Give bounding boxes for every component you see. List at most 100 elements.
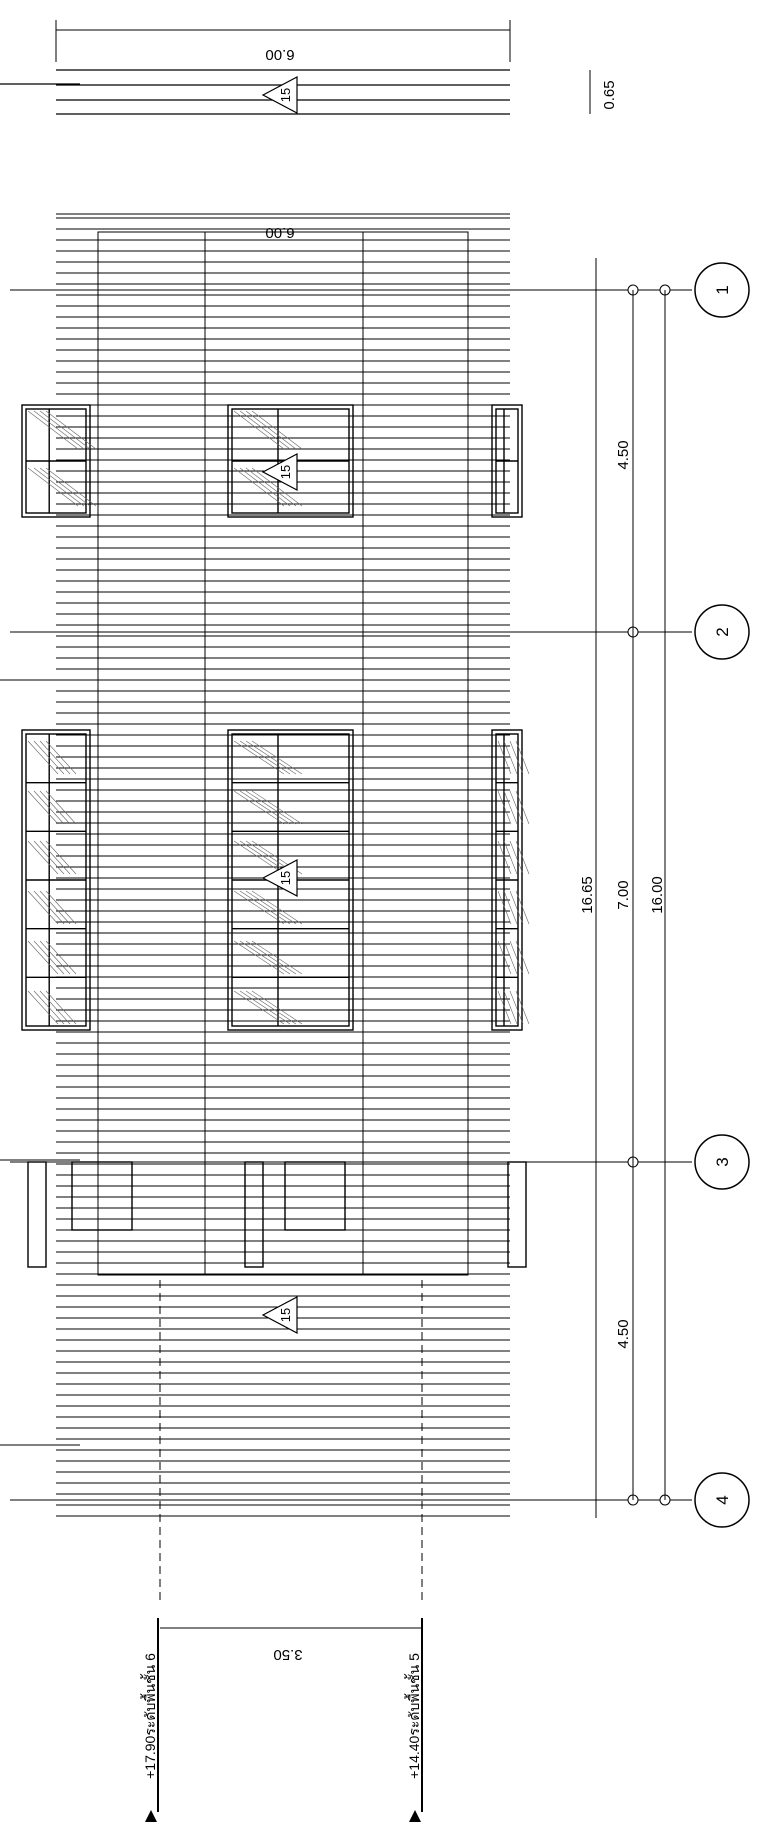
hatch-line [27, 410, 79, 450]
section-tag-3: 15 [261, 1296, 298, 1334]
hatch-line [45, 740, 77, 775]
hatch-line [245, 467, 297, 507]
side-frame [284, 1161, 346, 1231]
svg-text:+14.40ระดับพื้นชั้น 5: +14.40ระดับพื้นชั้น 5 [404, 1653, 422, 1779]
hatch-line [239, 890, 291, 925]
hatch-line [251, 890, 303, 925]
side-frame [27, 1161, 47, 1268]
hatch-line [39, 940, 71, 975]
level-marker-floor-6: +17.90ระดับพื้นชั้น 6 [140, 1618, 159, 1822]
svg-text:15: 15 [278, 88, 293, 102]
hatch-line [33, 890, 65, 925]
hatch-line [33, 990, 65, 1025]
hatch-line [497, 940, 512, 975]
hatch-line [251, 467, 303, 507]
hatch-line [509, 990, 524, 1025]
hatch-line [239, 740, 291, 775]
hatch-line [33, 410, 85, 450]
hatch-line [251, 410, 303, 450]
hatch-line [33, 467, 85, 507]
hatch-line [251, 990, 303, 1025]
hatch-line [515, 740, 530, 775]
hatch-line [27, 467, 79, 507]
svg-text:2: 2 [713, 627, 732, 636]
structure-lines [97, 231, 469, 1276]
hatch-line [239, 410, 291, 450]
hatch-line [503, 990, 518, 1025]
hatch-line [497, 990, 512, 1025]
dim-bay-1: 4.50 [615, 440, 632, 469]
svg-text:3: 3 [713, 1157, 732, 1166]
hatch-line [233, 890, 285, 925]
hatch-line [251, 790, 303, 825]
hatch-line [39, 840, 71, 875]
dim-bay-3: 4.50 [615, 1319, 632, 1348]
window-frame [491, 404, 523, 518]
hatch-line [509, 940, 524, 975]
window-frame [227, 729, 354, 1031]
hatch-line [509, 840, 524, 875]
hatch-line [245, 740, 297, 775]
hatch-line [27, 990, 59, 1025]
hatch-line [39, 990, 71, 1025]
dim-overall: 16.65 [579, 876, 596, 914]
side-frame [71, 1161, 133, 1231]
hatch-line [39, 410, 91, 450]
hatch-line [27, 740, 59, 775]
hatch-line [39, 790, 71, 825]
window-frames [21, 404, 527, 1268]
bottom-span-dimension: 3.50 [273, 1646, 302, 1663]
hatch-line [233, 740, 285, 775]
hatch-line [33, 940, 65, 975]
hatch-line [45, 940, 77, 975]
hatch-line [497, 740, 512, 775]
hatch-line [45, 840, 77, 875]
hatch-line [39, 467, 91, 507]
hatch-line [245, 890, 297, 925]
section-tag-1: 15 [261, 453, 298, 491]
hatch-line [503, 740, 518, 775]
hatch-line [27, 790, 59, 825]
dim-grid-total: 16.00 [649, 876, 666, 914]
dimension-lines [55, 20, 666, 1629]
hatch-line [233, 410, 285, 450]
hatch-line [503, 940, 518, 975]
section-tag-2: 15 [261, 859, 298, 897]
hatch-line [245, 940, 297, 975]
hatch-line [239, 467, 291, 507]
hatch-line [27, 890, 59, 925]
svg-text:15: 15 [278, 871, 293, 885]
side-frame [507, 1161, 527, 1268]
hatch-line [503, 890, 518, 925]
hatch-line [509, 740, 524, 775]
window-frame [21, 404, 91, 518]
hatch-line [251, 740, 303, 775]
hatch-line [233, 990, 285, 1025]
hatch-line [497, 890, 512, 925]
hatch-line [245, 990, 297, 1025]
hatch-line [509, 890, 524, 925]
hatch-line [27, 840, 59, 875]
hatch-line [503, 790, 518, 825]
hatch-line [45, 410, 97, 450]
hatch-line [251, 940, 303, 975]
hatch-line [45, 467, 97, 507]
hatch-line [239, 940, 291, 975]
level-marker-floor-5: +14.40ระดับพื้นชั้น 5 [404, 1618, 423, 1822]
top-louver-strip [0, 69, 510, 115]
hatch-line [33, 840, 65, 875]
hatch-line [33, 740, 65, 775]
window-frame [227, 404, 354, 518]
svg-text:1: 1 [713, 285, 732, 294]
hatch-line [515, 840, 530, 875]
grid-bubble-4: 4 [694, 1472, 750, 1528]
hatch-line [515, 990, 530, 1025]
dim-bay-2: 7.00 [615, 880, 632, 909]
hatch-line [515, 790, 530, 825]
hatch-line [27, 940, 59, 975]
hatch-line [45, 990, 77, 1025]
window-frame [491, 729, 523, 1031]
svg-text:15: 15 [278, 1308, 293, 1322]
svg-text:15: 15 [278, 465, 293, 479]
